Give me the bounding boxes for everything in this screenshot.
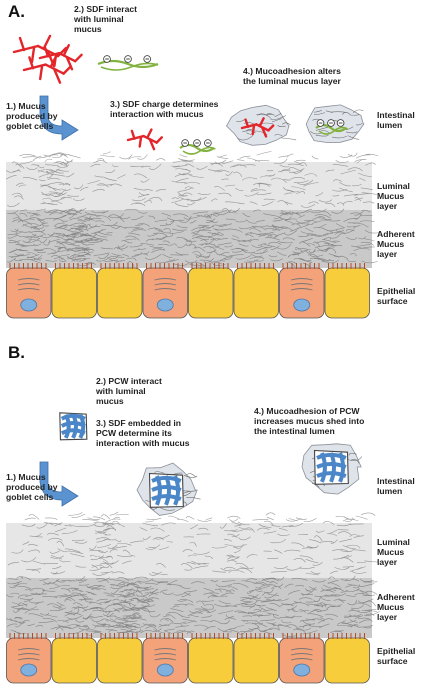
- enterocyte: [97, 637, 143, 684]
- nucleus: [20, 298, 38, 312]
- enterocyte: [97, 267, 143, 319]
- enterocyte: [51, 637, 97, 684]
- nucleus: [20, 663, 38, 677]
- panel-b-epithelial-label: Epithelial surface: [377, 646, 416, 666]
- panel-b-step1-label: 1.) Mucus produced by goblet cells: [6, 472, 58, 502]
- nucleus: [156, 298, 174, 312]
- panel-b-letter: B.: [8, 343, 25, 362]
- panel-b-step3-label: 3.) SDF embedded in PCW determine its in…: [96, 418, 190, 448]
- goblet-cell: [142, 267, 188, 319]
- panel-a-epithelial-label: Epithelial surface: [377, 286, 416, 306]
- panel-a-luminal-mucus-layer: [5, 151, 379, 210]
- enterocyte: [188, 637, 234, 684]
- enterocyte: [233, 267, 279, 319]
- panel-a-luminal-label: Luminal Mucus layer: [377, 181, 410, 211]
- goblet-cell: [279, 267, 325, 319]
- goblet-cell: [142, 637, 188, 684]
- panel-b-step2-label: 2.) PCW interact with luminal mucus: [96, 376, 162, 406]
- panel-a-mucoadhesion-complexes: [226, 104, 365, 146]
- panel-a-mucus-fibres: [12, 34, 83, 84]
- panel-a-step3-label: 3.) SDF charge determines interaction wi…: [110, 99, 219, 119]
- goblet-cell: [6, 267, 52, 319]
- panel-a-lumen-label: Intestinal lumen: [377, 110, 415, 130]
- enterocyte: [188, 267, 234, 319]
- panel-a-epithelial-cells: [6, 263, 370, 319]
- nucleus: [293, 298, 311, 312]
- panel-b-luminal-mucus-layer: [6, 511, 380, 578]
- panel-b-adherent-mucus-layer: [6, 575, 380, 638]
- panel-a-step4-label: 4.) Mucoadhesion alters the luminal mucu…: [243, 66, 341, 86]
- goblet-cell: [279, 637, 325, 684]
- panel-a-adherent-mucus-layer: [6, 208, 380, 268]
- panel-b-luminal-label: Luminal Mucus layer: [377, 537, 410, 567]
- panel-a-step1-label: 1.) Mucus produced by goblet cells: [6, 101, 58, 131]
- panel-b-step4-label: 4.) Mucoadhesion of PCW increases mucus …: [254, 406, 365, 436]
- panel-a-flow-arrow: [39, 95, 79, 141]
- panel-b-pcw-mucus-interaction: [136, 462, 201, 516]
- panel-a-step2-label: 2.) SDF interact with luminal mucus: [74, 4, 138, 34]
- panel-b-lumen-label: Intestinal lumen: [377, 476, 415, 496]
- nucleus: [293, 663, 311, 677]
- nucleus: [156, 663, 174, 677]
- panel-a-adherent-label: Adherent Mucus layer: [377, 229, 415, 259]
- panel-b-epithelial-cells: [6, 633, 370, 684]
- enterocyte: [324, 637, 370, 684]
- panel-a-sdf-mucus-interaction: [126, 128, 216, 155]
- enterocyte: [51, 267, 97, 319]
- enterocyte: [324, 267, 370, 319]
- panel-b-flow-arrow: [39, 461, 79, 507]
- panel-a-sdf-strands: [97, 55, 159, 71]
- panel-b-pcw-mucoadhesion: [301, 443, 363, 495]
- panel-a-letter: A.: [8, 2, 25, 21]
- panel-b-pcw-particles: [59, 412, 88, 441]
- panel-b-adherent-label: Adherent Mucus layer: [377, 592, 415, 622]
- goblet-cell: [6, 637, 52, 684]
- enterocyte: [233, 637, 279, 684]
